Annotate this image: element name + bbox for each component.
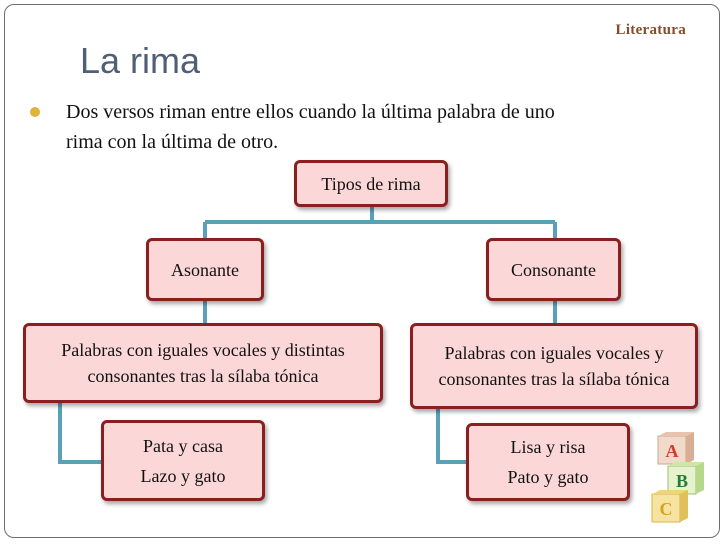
consonante-description-line1: Palabras con iguales vocales y bbox=[445, 340, 664, 366]
consonante-example-2: Pato y gato bbox=[508, 462, 589, 492]
asonante-description-node: Palabras con iguales vocales y distintas… bbox=[23, 323, 383, 403]
svg-text:C: C bbox=[660, 499, 673, 519]
connector-root bbox=[205, 206, 555, 240]
abc-blocks-icon: A B C bbox=[640, 432, 708, 524]
consonante-description-line2: consonantes tras la sílaba tónica bbox=[439, 366, 670, 392]
asonante-description-line1: Palabras con iguales vocales y distintas bbox=[61, 337, 344, 363]
consonante-node: Consonante bbox=[486, 238, 621, 301]
asonante-node-label: Asonante bbox=[171, 258, 239, 282]
asonante-node: Asonante bbox=[146, 238, 264, 301]
consonante-examples-node: Lisa y risa Pato y gato bbox=[466, 423, 630, 501]
asonante-examples-node: Pata y casa Lazo y gato bbox=[101, 420, 265, 501]
connector-asonante-examples bbox=[60, 403, 103, 462]
consonante-description-node: Palabras con iguales vocales y consonant… bbox=[410, 323, 698, 409]
root-node: Tipos de rima bbox=[294, 160, 448, 207]
asonante-description-line2: consonantes tras la sílaba tónica bbox=[88, 363, 319, 389]
connector-consonante-examples bbox=[438, 407, 467, 462]
svg-text:A: A bbox=[666, 441, 679, 461]
root-node-label: Tipos de rima bbox=[321, 172, 420, 196]
consonante-example-1: Lisa y risa bbox=[511, 432, 586, 462]
asonante-example-2: Lazo y gato bbox=[141, 461, 226, 491]
svg-text:B: B bbox=[676, 471, 688, 491]
asonante-example-1: Pata y casa bbox=[143, 431, 223, 461]
consonante-node-label: Consonante bbox=[511, 258, 596, 282]
